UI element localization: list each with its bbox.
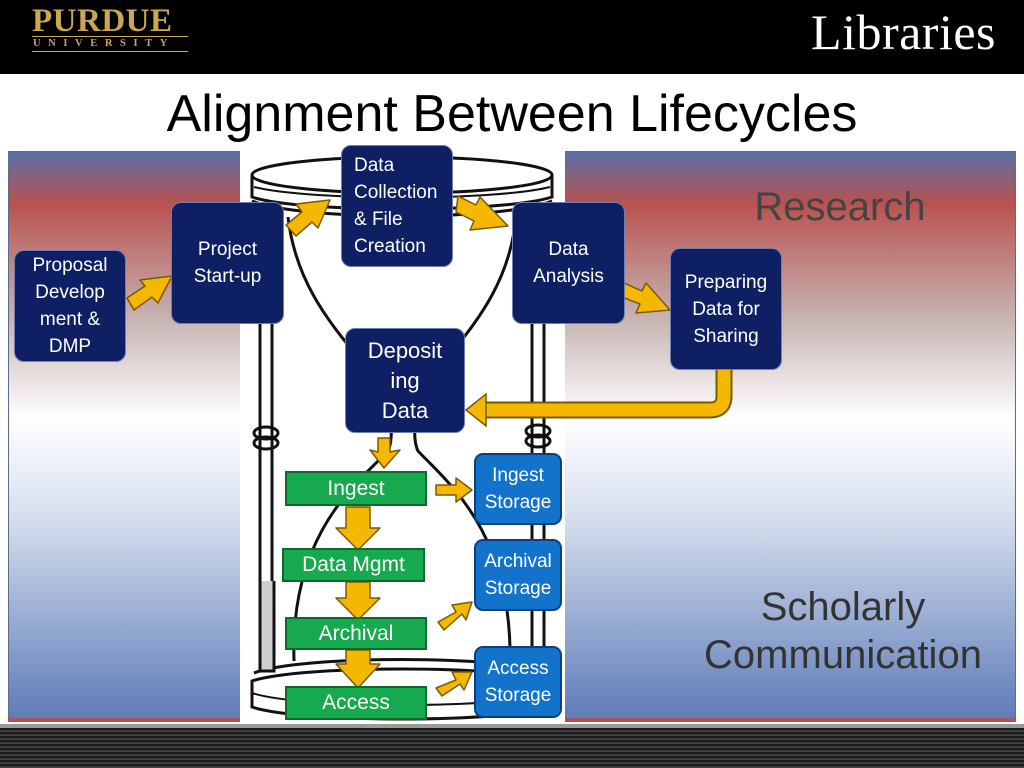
archival-step: Archival xyxy=(285,617,427,650)
arrow-ingest-to-storage xyxy=(435,477,473,503)
logo-rule xyxy=(32,36,188,37)
logo-rule xyxy=(32,51,188,52)
scholarly-communication-label: Scholarly Communication xyxy=(704,585,982,677)
arrow-analysis-to-preparing xyxy=(621,282,671,314)
ingest-step: Ingest xyxy=(285,471,427,506)
archival-storage-box: Archival Storage xyxy=(474,539,562,611)
footer-rule xyxy=(0,724,1024,728)
access-storage-box: Access Storage xyxy=(474,646,562,718)
arrow-collection-to-analysis xyxy=(455,195,509,231)
proposal-development-box: Proposal Develop ment & DMP xyxy=(14,250,126,362)
data-collection-box: Data Collection & File Creation xyxy=(341,145,453,267)
arrow-proposal-to-startup xyxy=(126,275,173,311)
arrow-depositing-to-ingest xyxy=(369,437,401,469)
arrow-archival-to-access xyxy=(335,649,381,689)
depositing-data-box: Deposit ing Data xyxy=(345,328,465,433)
arrow-mgmt-to-archival xyxy=(335,581,381,621)
arrow-access-to-storage xyxy=(435,671,473,697)
access-step: Access xyxy=(285,686,427,720)
slide-title: Alignment Between Lifecycles xyxy=(166,85,858,143)
header-bar: PURDUE UNIVERSITY Libraries xyxy=(0,0,1024,74)
project-startup-box: Project Start-up xyxy=(171,202,284,324)
data-mgmt-step: Data Mgmt xyxy=(282,548,425,582)
ingest-storage-box: Ingest Storage xyxy=(474,453,562,525)
purdue-logo-subtitle: UNIVERSITY xyxy=(33,38,175,49)
data-analysis-box: Data Analysis xyxy=(512,202,625,324)
purdue-logo: PURDUE xyxy=(32,3,173,39)
libraries-brand: Libraries xyxy=(811,4,996,60)
arrow-startup-to-collection xyxy=(285,199,331,237)
arrow-archival-to-storage xyxy=(437,601,473,631)
footer-bar xyxy=(0,728,1024,768)
arrow-ingest-to-mgmt xyxy=(335,506,381,551)
preparing-data-box: Preparing Data for Sharing xyxy=(670,248,782,370)
research-label: Research xyxy=(754,185,926,229)
header-divider xyxy=(0,74,1024,77)
